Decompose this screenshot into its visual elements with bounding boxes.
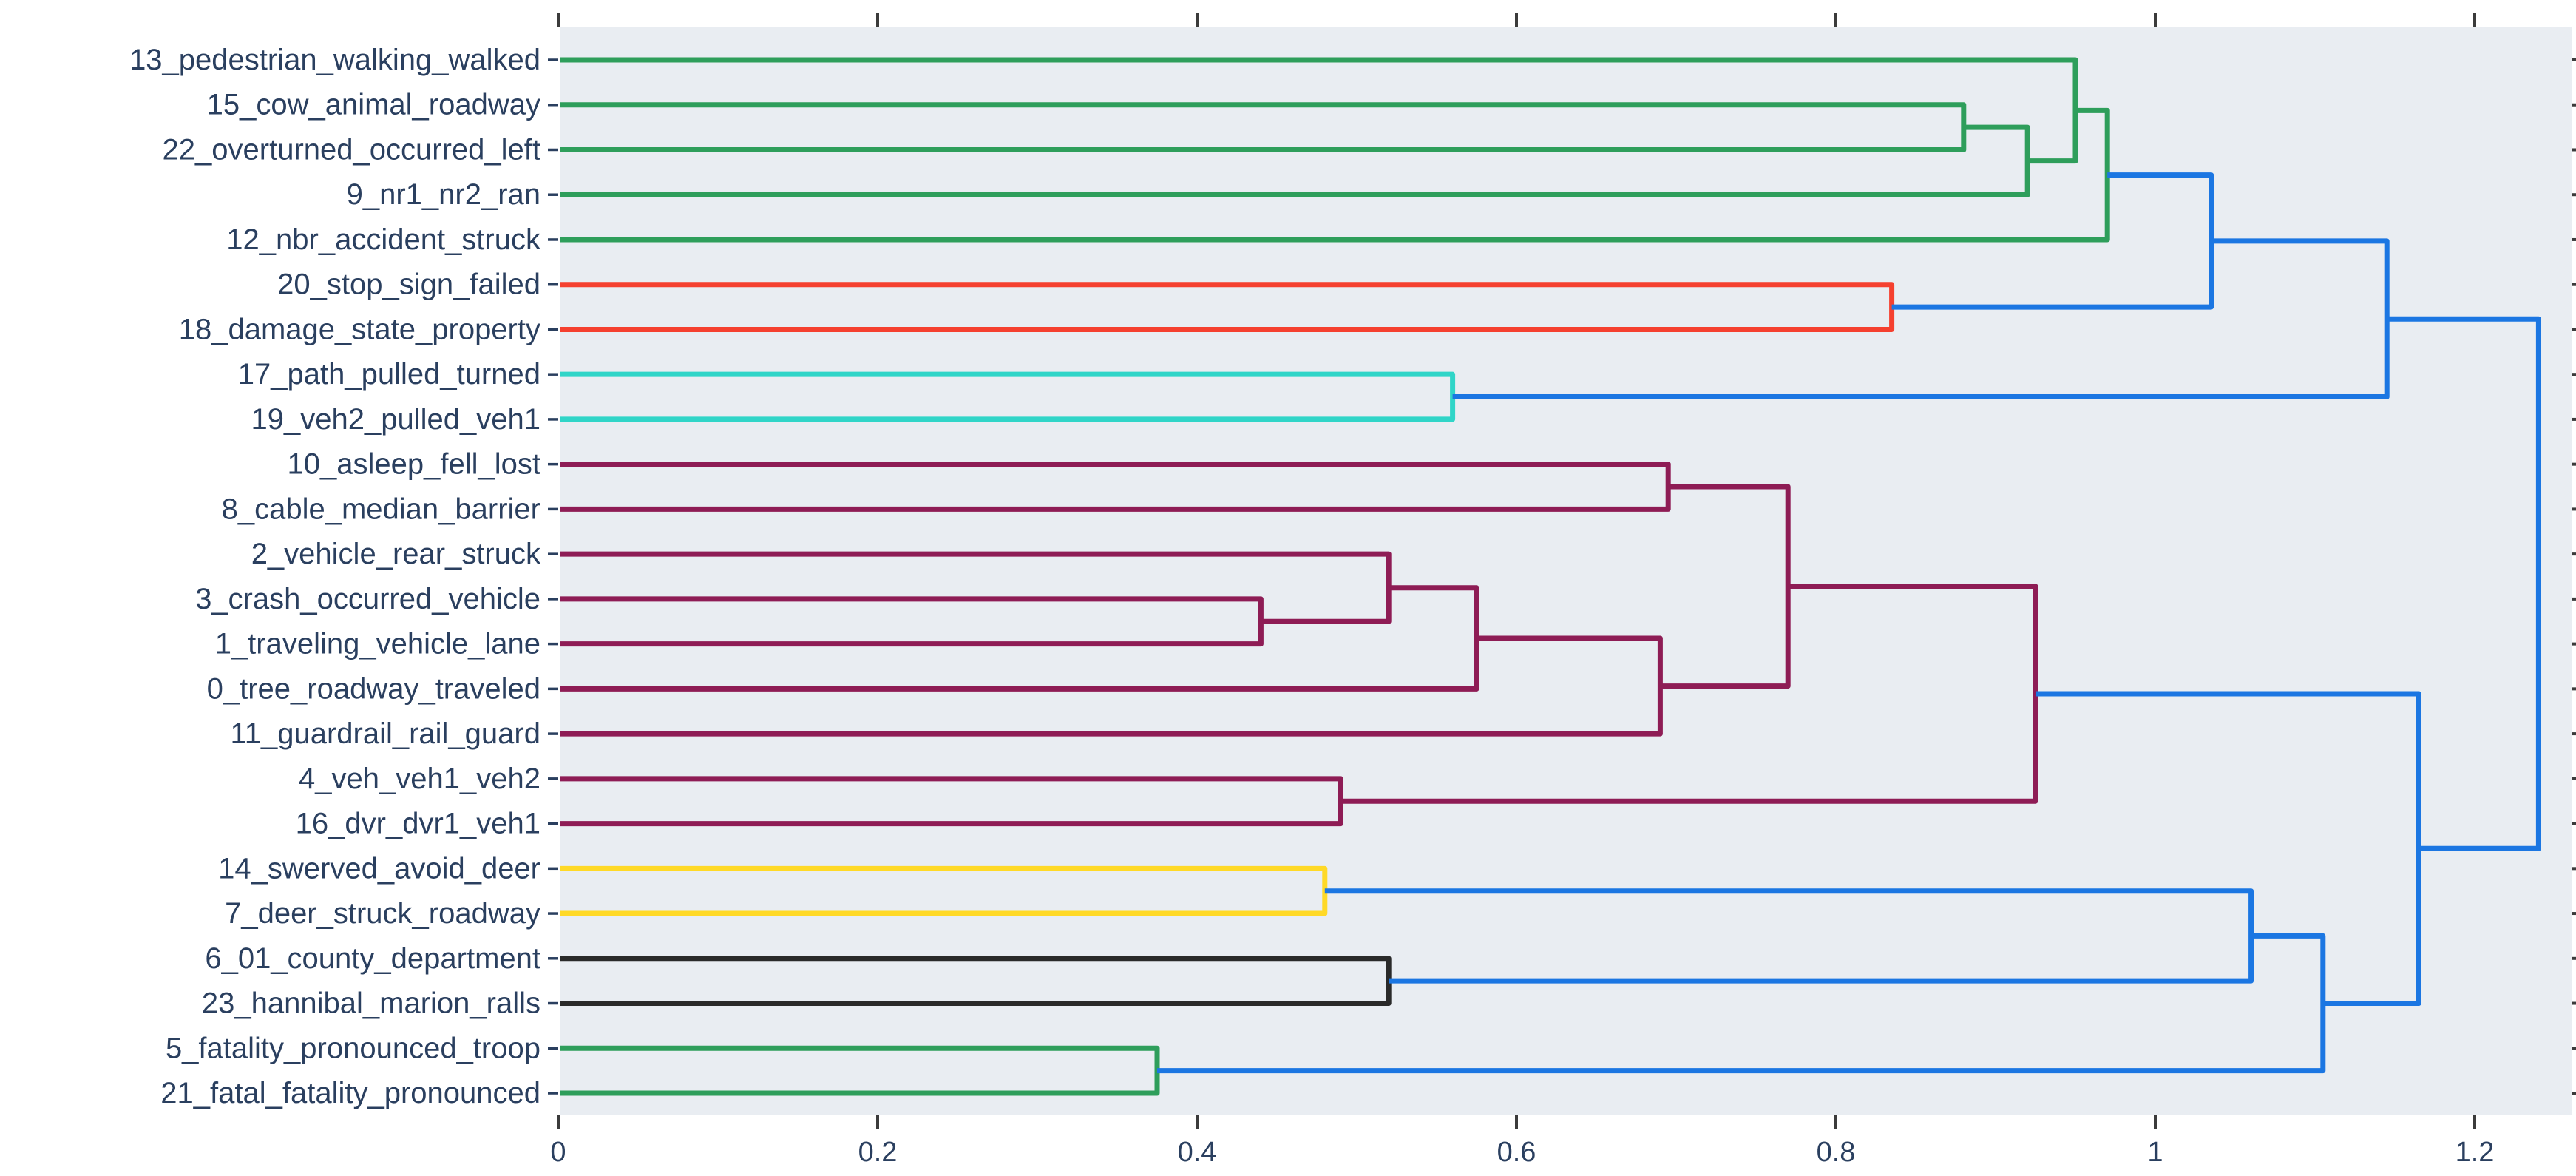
leaf-label: 4_veh_veh1_veh2 <box>299 763 540 795</box>
x-axis-tick-label: 0 <box>550 1137 566 1168</box>
leaf-label: 15_cow_animal_roadway <box>207 89 540 121</box>
leaf-label: 16_dvr_dvr1_veh1 <box>296 808 540 840</box>
x-axis-tick-label: 1 <box>2147 1137 2163 1168</box>
leaf-label: 18_damage_state_property <box>179 313 540 345</box>
dendrogram-link-Root <box>2387 316 2541 851</box>
leaf-label: 8_cable_median_barrier <box>222 493 540 525</box>
leaf-label: 9_nr1_nr2_ran <box>347 178 540 211</box>
leaf-label: 5_fatality_pronounced_troop <box>166 1032 540 1064</box>
leaf-label: 11_guardrail_rail_guard <box>230 717 540 750</box>
leaf-label: 10_asleep_fell_lost <box>288 448 540 481</box>
leaf-label: 6_01_county_department <box>205 942 540 975</box>
leaf-label: 19_veh2_pulled_veh1 <box>251 403 540 436</box>
leaf-label: 2_vehicle_rear_struck <box>251 538 541 570</box>
x-axis-tick-label: 0.4 <box>1178 1137 1217 1168</box>
leaf-label: 14_swerved_avoid_deer <box>218 852 540 885</box>
leaf-label: 23_hannibal_marion_ralls <box>202 987 540 1020</box>
leaf-label: 22_overturned_occurred_left <box>163 133 540 166</box>
x-axis-tick-label: 0.6 <box>1497 1137 1536 1168</box>
leaf-label: 13_pedestrian_walking_walked <box>129 44 540 76</box>
x-axis-tick-label: 0.8 <box>1817 1137 1856 1168</box>
leaf-label: 20_stop_sign_failed <box>277 268 540 301</box>
leaf-label: 12_nbr_accident_struck <box>226 223 541 256</box>
leaf-label: 1_traveling_vehicle_lane <box>215 628 540 660</box>
plot-background <box>560 27 2572 1115</box>
leaf-label: 21_fatal_fatality_pronounced <box>160 1077 540 1109</box>
leaf-label: 17_path_pulled_turned <box>238 358 540 391</box>
leaf-label: 3_crash_occurred_vehicle <box>195 583 540 615</box>
leaf-label: 7_deer_struck_roadway <box>225 897 540 930</box>
leaf-label: 0_tree_roadway_traveled <box>207 672 540 705</box>
x-axis-tick-label: 0.2 <box>858 1137 898 1168</box>
x-axis-tick-label: 1.2 <box>2455 1137 2495 1168</box>
